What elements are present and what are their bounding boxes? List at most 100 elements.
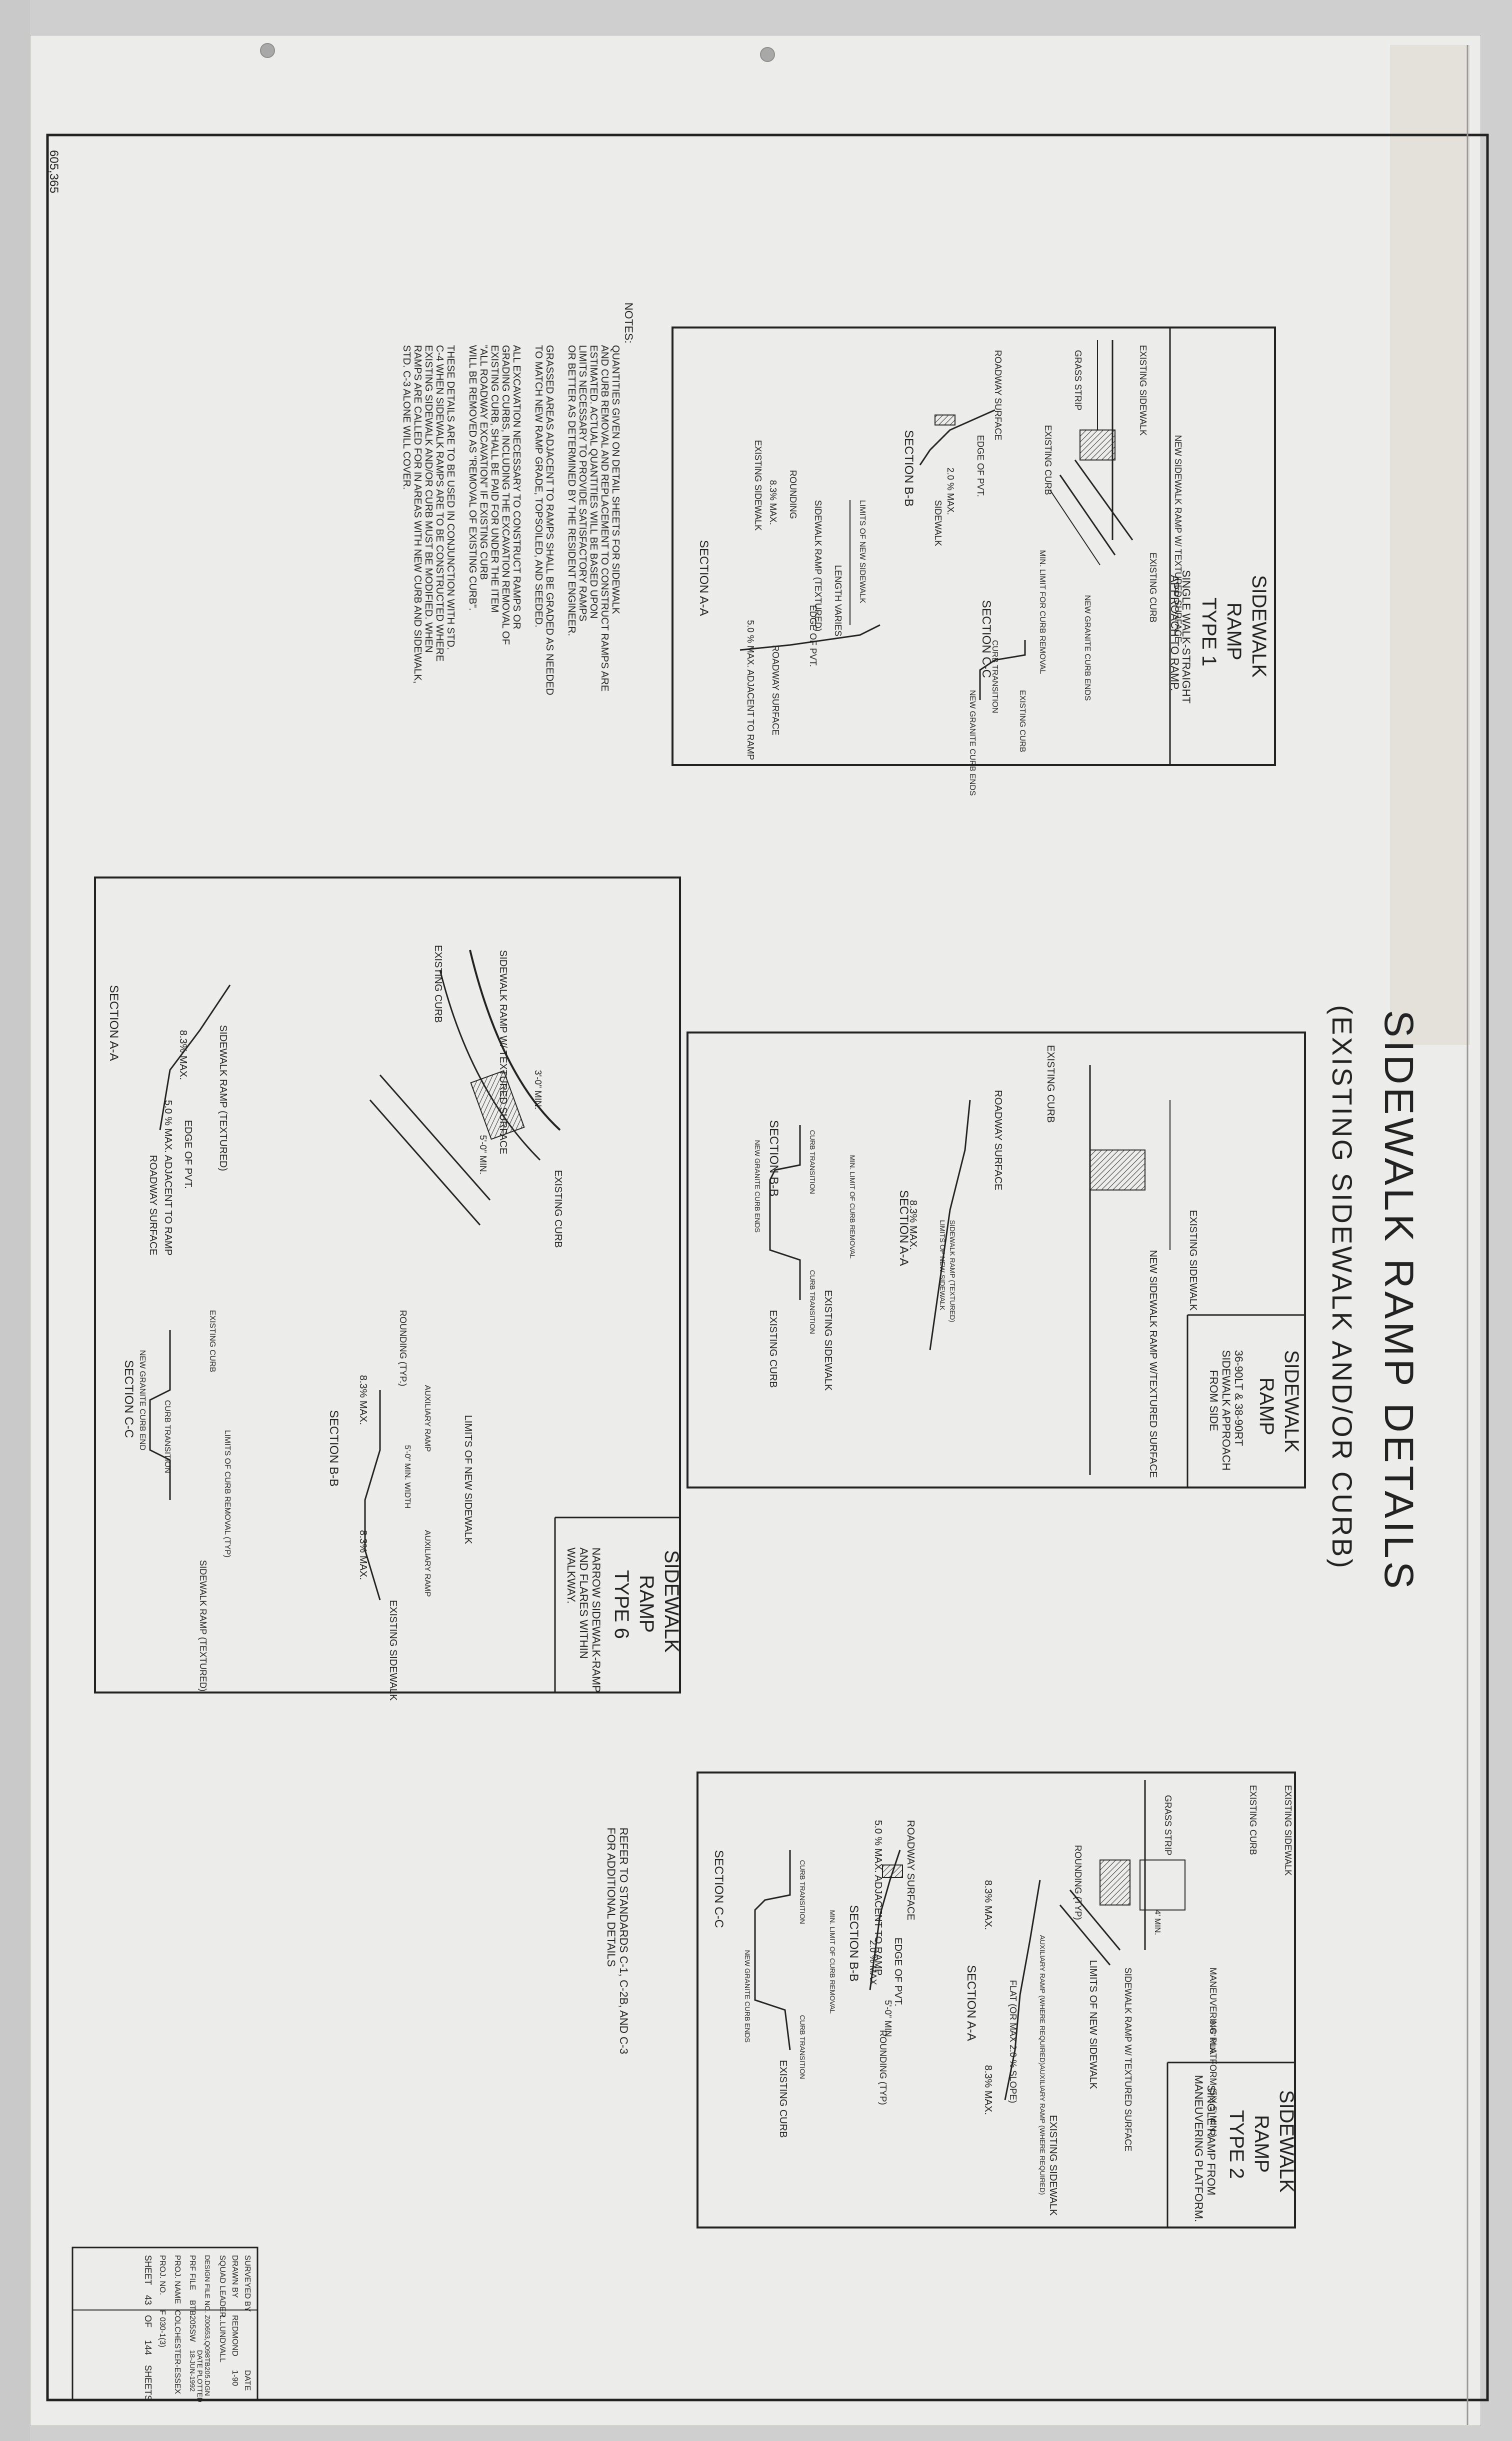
type2-flat: FLAT (OR MAX 2.0 % SLOPE)	[1008, 1980, 1018, 2103]
tb-proj-name-label: PROJ. NAME	[173, 2255, 182, 2304]
type2-five-min: 5'-0" MIN	[883, 2000, 893, 2037]
punch-hole	[760, 47, 775, 62]
tb-surveyed-label: SURVEYED BY	[243, 2255, 252, 2312]
type2-limits-new: LIMITS OF NEW SIDEWALK	[1088, 1960, 1098, 2090]
type6-min-width: 5'-0" MIN. WIDTH	[403, 1445, 412, 1508]
type2-heading: SIDEWALK	[1276, 2090, 1298, 2193]
type-mid-panel: SIDEWALK RAMP 36-90LT & 38-90RT SIDEWALK…	[686, 1032, 1306, 1488]
type1-max50: 5.0 % MAX. ADJACENT TO RAMP	[746, 620, 756, 760]
type6-five-min: 5'-0" MIN.	[478, 1135, 488, 1174]
type6-section-bb: SECTION B-B	[327, 1410, 340, 1486]
notes-line: WILL BE REMOVED AS "REMOVAL OF EXISTING …	[467, 345, 478, 610]
type2-max20: 2.0 % MAX.	[868, 1940, 878, 1988]
notes-line: LIMITS NECESSARY TO PROVIDE SATISFACTORY…	[577, 345, 588, 622]
type6-desc1: NARROW SIDEWALK-RAMP	[590, 1548, 602, 1692]
type2-section-bb: SECTION B-B	[847, 1905, 860, 1982]
type6-plan-ramp	[470, 1070, 525, 1140]
notes-line: TO MATCH NEW RAMP GRADE, TOPSOILED, AND …	[533, 345, 544, 628]
type1-desc1: SINGLE WALK-STRAIGHT	[1180, 570, 1192, 704]
tb-prf-value: BTB205SW	[188, 2300, 196, 2342]
notes-line: THESE DETAILS ARE TO BE USED IN CONJUNCT…	[445, 345, 456, 650]
type2-edge-pvt: EDGE OF PVT.	[892, 1938, 904, 2006]
type2-aux-ramp: AUXILIARY RAMP (WHERE REQUIRED)	[1038, 1935, 1046, 2065]
mid-bb-existing-curb: EXISTING CURB	[768, 1310, 778, 1388]
type2-panel: SIDEWALK RAMP TYPE 2 SINGLE RAMP FROM MA…	[696, 1772, 1298, 2228]
notes-line: ESTIMATED. ACTUAL QUANTITIES WILL BE BAS…	[588, 345, 599, 618]
notes-line: EXISTING SIDEWALK AND/OR CURB MUST BE MO…	[423, 345, 434, 653]
notes-heading: NOTES:	[622, 302, 635, 344]
type2-curb-transition: CURB TRANSITION	[798, 1860, 806, 1924]
type6-type: TYPE 6	[610, 1570, 632, 1639]
type1-ramp-textured: SIDEWALK RAMP (TEXTURED)	[813, 500, 823, 632]
tb-proj-no-label: PROJ. NO.	[158, 2255, 166, 2295]
title-block: SURVEYED BY DRAWN BY REDMOND SQUAD LEADE…	[72, 2246, 258, 2402]
mid-limits-new: LIMITS OF NEW SIDEWALK	[938, 1220, 946, 1310]
type1-sidewalk: SIDEWALK	[933, 500, 943, 546]
type6-cc-existing-curb: EXISTING CURB	[208, 1310, 216, 1372]
refer-line1: REFER TO STANDARDS C-1, C-2B, AND C-3	[618, 1828, 630, 2054]
type6-ramp-textured: SIDEWALK RAMP (TEXTURED)	[218, 1025, 228, 1171]
tb-drawn-value: REDMOND	[230, 2315, 239, 2356]
type1-section-bb: SECTION B-B	[902, 430, 916, 506]
tb-plotted-label: DATE PLOTTED	[196, 2350, 204, 2402]
type1-desc2: APPROACH TO RAMP.	[1168, 575, 1181, 691]
type1-edge-pvt: EDGE OF PVT.	[976, 435, 986, 497]
tb-sheet-total: 144	[143, 2340, 153, 2355]
type2-plan-platform	[1140, 1860, 1186, 1910]
type1-curb-transition: CURB TRANSITION	[990, 640, 999, 713]
type6-section-cc: SECTION C-C	[122, 1360, 136, 1438]
type2-type: TYPE 2	[1226, 2110, 1248, 2179]
type6-rounding: ROUNDING (TYP.)	[398, 1310, 408, 1386]
type1-aa-edge-pvt: EDGE OF PVT.	[808, 605, 818, 667]
mid-plan-ramp	[1090, 1150, 1146, 1190]
type6-existing-curb-2: EXISTING CURB	[552, 1170, 564, 1248]
tb-prf-label: PRF FILE	[188, 2255, 196, 2290]
type2-grass-strip: GRASS STRIP	[1163, 1795, 1173, 1856]
type1-limit-curb: MIN. LIMIT FOR CURB REMOVAL	[1038, 550, 1046, 674]
scan-margin	[0, 0, 30, 2441]
type1-max83: 8.3% MAX.	[768, 480, 778, 525]
type1-roadway-surface: ROADWAY SURFACE	[993, 350, 1003, 440]
type2-curb-transition-2: CURB TRANSITION	[798, 2015, 806, 2079]
notes-line: EXISTING CURB, SHALL BE PAID FOR UNDER T…	[489, 345, 500, 612]
notes-line: GRADING CURBS, INCLUDING THE EXCAVATION …	[500, 345, 511, 645]
mid-desc3: FROM SIDE	[1208, 1370, 1220, 1431]
type1-max20: 2.0 % MAX.	[946, 468, 956, 515]
type2-cc-existing-curb: EXISTING CURB	[778, 2060, 788, 2138]
refer-line2: FOR ADDITIONAL DETAILS	[605, 1828, 618, 1967]
type1-cc-existing-curb: EXISTING CURB	[1018, 690, 1026, 752]
type6-existing-curb: EXISTING CURB	[432, 945, 444, 1023]
tb-of-label: OF	[143, 2315, 153, 2328]
type1-new-ramp: NEW SIDEWALK RAMP W/ TEXTURED SURFACE	[1173, 435, 1183, 642]
type1-existing-curb-2: EXISTING CURB	[1148, 552, 1158, 622]
tb-plotted-value: 18-JUN-1992	[188, 2350, 196, 2392]
type2-section-aa: SECTION A-A	[964, 1965, 978, 2041]
type2-ramp-textured-surface: SIDEWALK RAMP W/ TEXTURED SURFACE	[1123, 1968, 1133, 2152]
type1-existing-sidewalk: EXISTING SIDEWALK	[1138, 345, 1148, 436]
notes-line: "ALL ROADWAY EXCAVATION" IF EXISTING CUR…	[478, 345, 489, 580]
mid-limit-curb: MIN. LIMIT OF CURB REMOVAL	[848, 1155, 856, 1258]
mid-desc2: SIDEWALK APPROACH	[1220, 1350, 1232, 1470]
type2-heading2: RAMP	[1250, 2115, 1272, 2173]
type2-max83: 8.3% MAX.	[982, 1880, 994, 1930]
mid-desc1: 36-90LT & 38-90RT	[1232, 1350, 1245, 1446]
type6-limit-curb: LIMITS OF CURB REMOVAL (TYP)	[223, 1430, 232, 1558]
type1-plan-ramp	[1080, 430, 1116, 460]
type1-heading: SIDEWALK	[1248, 575, 1270, 678]
mid-bb-existing-sidewalk: EXISTING SIDEWALK	[822, 1290, 834, 1391]
tb-date-label: DATE	[243, 2370, 252, 2390]
type6-bb-max83-2: 8.3% MAX.	[358, 1530, 368, 1580]
type1-length-varies: LENGTH VARIES	[833, 565, 843, 636]
type1-grass-strip: GRASS STRIP	[1073, 350, 1083, 410]
corner-code: 605,365	[47, 150, 60, 194]
type6-aux-ramp: AUXILIARY RAMP	[423, 1385, 432, 1452]
type6-heading: SIDEWALK	[660, 1550, 682, 1653]
type6-section-aa: SECTION A-A	[107, 985, 120, 1061]
type6-max50: 5.0 % MAX. ADJACENT TO RAMP	[162, 1100, 174, 1256]
mid-existing-curb: EXISTING CURB	[1045, 1045, 1056, 1123]
mid-max83: 8.3% MAX.	[908, 1200, 918, 1250]
mid-ramp-textured: SIDEWALK RAMP (TEXTURED)	[948, 1220, 956, 1322]
tb-sheets-label: SHEETS	[143, 2365, 153, 2401]
type2-desc2: MANEUVERING PLATFORM.	[1192, 2075, 1205, 2222]
